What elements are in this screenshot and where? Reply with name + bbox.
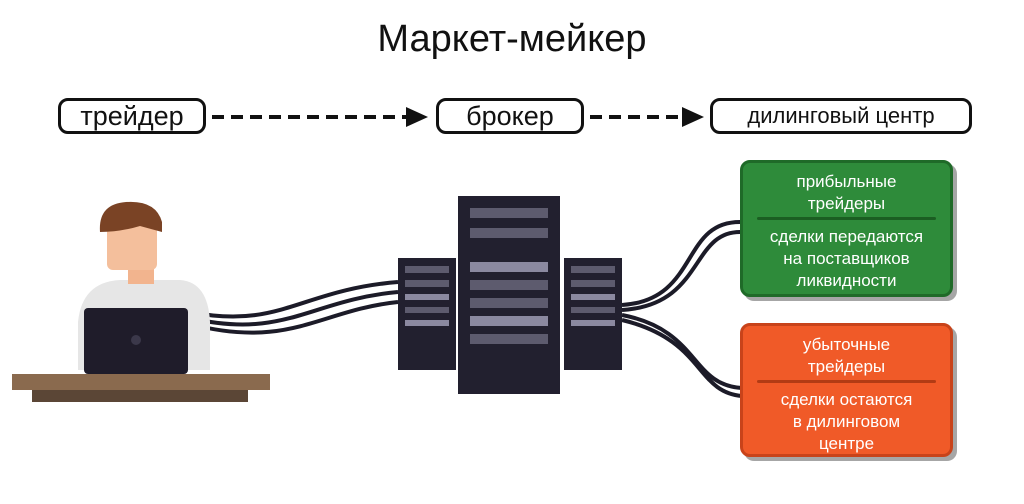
- server-center: [458, 196, 560, 394]
- description-line: центре: [818, 434, 875, 453]
- description-line: в дилинговом: [792, 412, 901, 431]
- profitable-traders-heading: прибыльные трейдеры: [743, 163, 950, 217]
- description-line: сделки остаются: [780, 390, 913, 409]
- broker-label: брокер: [436, 98, 584, 134]
- losing-traders-description: сделки остаются в дилинговом центре: [743, 383, 950, 455]
- description-line: на поставщиков: [783, 249, 910, 268]
- losing-traders-box: убыточные трейдеры сделки остаются в дил…: [740, 323, 953, 457]
- server-left: [398, 258, 456, 370]
- heading-line: трейдеры: [807, 194, 886, 213]
- description-line: ликвидности: [796, 271, 897, 290]
- heading-line: убыточные: [802, 335, 891, 354]
- diagram-title: Маркет-мейкер: [377, 18, 647, 60]
- arrow-trader-to-broker: [212, 107, 428, 127]
- profitable-traders-box: прибыльные трейдеры сделки передаются на…: [740, 160, 953, 297]
- arrow-broker-to-dealing-center: [590, 107, 704, 127]
- heading-line: трейдеры: [807, 357, 886, 376]
- trader-label: трейдер: [58, 98, 206, 134]
- description-line: сделки передаются: [769, 227, 924, 246]
- server-right: [564, 258, 622, 370]
- dealing-center-label: дилинговый центр: [710, 98, 972, 134]
- divider: [757, 217, 936, 220]
- divider: [757, 380, 936, 383]
- trader-illustration: [12, 201, 270, 402]
- heading-line: прибыльные: [796, 172, 897, 191]
- cables-left: [189, 280, 399, 335]
- profitable-traders-description: сделки передаются на поставщиков ликвидн…: [743, 220, 950, 292]
- cables-right: [621, 219, 743, 398]
- losing-traders-heading: убыточные трейдеры: [743, 326, 950, 380]
